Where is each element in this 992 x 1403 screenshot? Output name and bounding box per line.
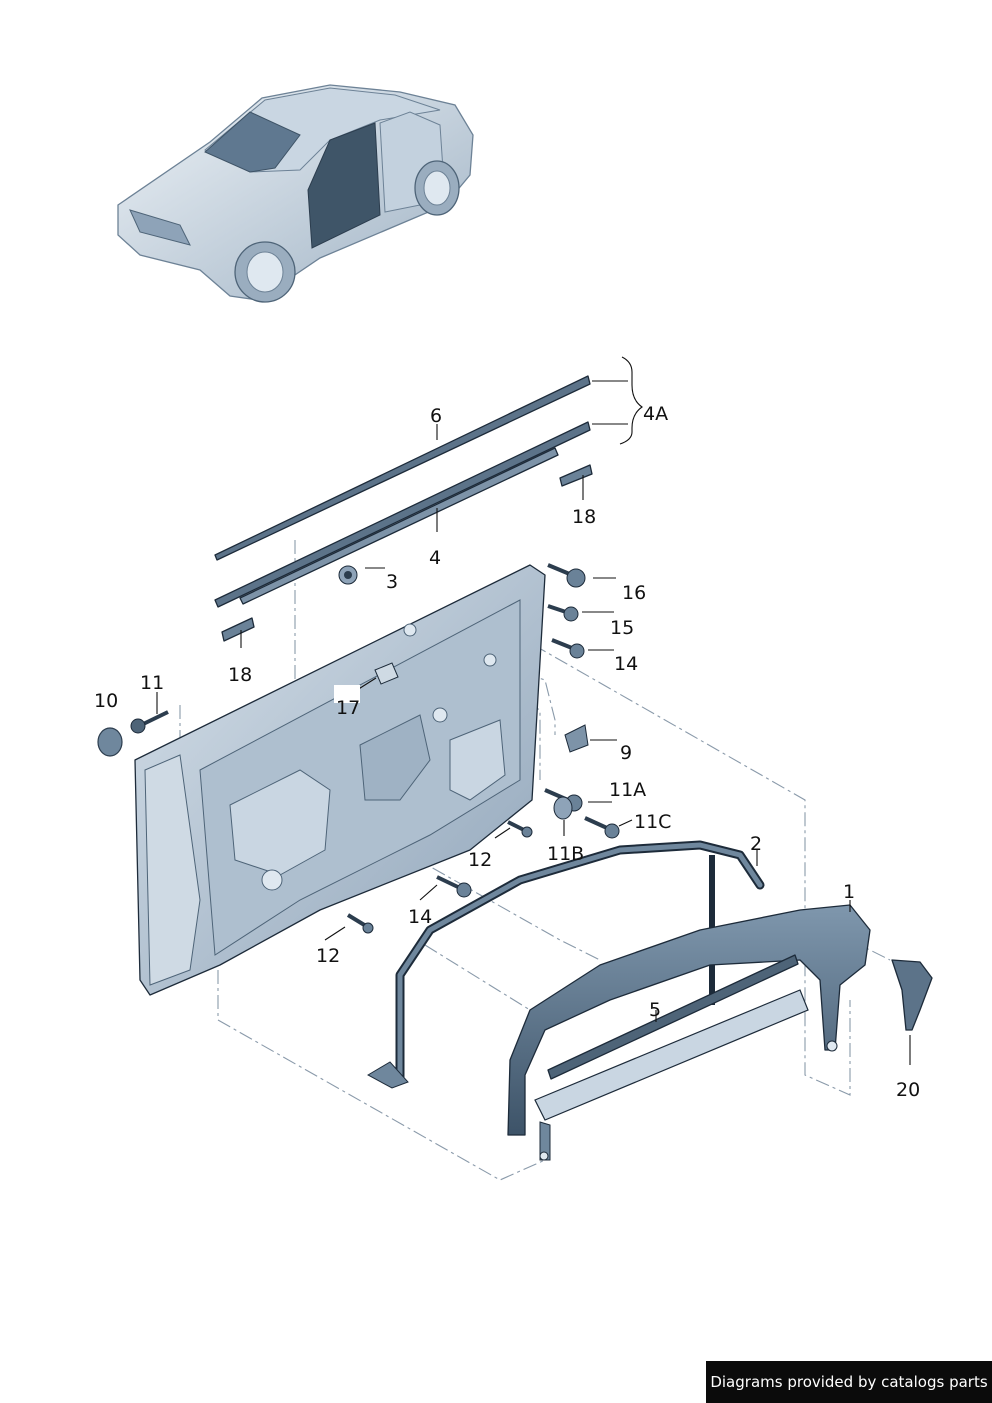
callout-12-upper: 12 bbox=[468, 849, 492, 871]
cover-20 bbox=[891, 959, 933, 1031]
window-strip-4 bbox=[214, 421, 591, 608]
bolt-14-upper bbox=[551, 638, 585, 659]
callout-14-lower: 14 bbox=[408, 906, 432, 928]
callout-11A: 11A bbox=[609, 779, 646, 801]
bracket-9 bbox=[564, 724, 589, 753]
clip-3 bbox=[338, 565, 358, 585]
callout-9: 9 bbox=[620, 742, 632, 764]
callout-11: 11 bbox=[140, 672, 164, 694]
callout-11B: 11B bbox=[547, 843, 584, 865]
callout-14-upper: 14 bbox=[614, 653, 638, 675]
bolt-14-lower bbox=[436, 875, 472, 898]
callout-1: 1 bbox=[843, 881, 855, 903]
cap-10 bbox=[97, 727, 123, 757]
callout-3: 3 bbox=[386, 571, 398, 593]
bolt-12-lower bbox=[346, 913, 374, 934]
callout-15: 15 bbox=[610, 617, 634, 639]
callout-5: 5 bbox=[649, 999, 661, 1021]
door-shell bbox=[134, 564, 546, 996]
callout-16: 16 bbox=[622, 582, 646, 604]
callout-17-background bbox=[334, 685, 360, 703]
nut-11B bbox=[553, 796, 573, 820]
credit-banner: Diagrams provided by catalogs parts bbox=[706, 1361, 992, 1403]
callout-6: 6 bbox=[430, 405, 442, 427]
callout-4A: 4A bbox=[643, 403, 668, 425]
screw-11 bbox=[130, 710, 169, 734]
guide-strip-5 bbox=[547, 954, 799, 1080]
callout-18-lower: 18 bbox=[228, 664, 252, 686]
callout-4: 4 bbox=[429, 547, 441, 569]
car-illustration bbox=[117, 84, 474, 303]
bolt-15 bbox=[547, 604, 579, 622]
callout-17: 17 bbox=[336, 697, 360, 719]
callout-20: 20 bbox=[896, 1079, 920, 1101]
callout-11C: 11C bbox=[634, 811, 671, 833]
clip-18-upper bbox=[559, 464, 593, 487]
callout-18-upper: 18 bbox=[572, 506, 596, 528]
bolt-12-upper bbox=[507, 820, 533, 838]
window-strip-6 bbox=[214, 375, 591, 561]
callout-labels: 1 2 3 4 4A 5 6 9 10 11 11A 11B 11C 12 12… bbox=[94, 403, 920, 1101]
clip-18-lower bbox=[221, 617, 255, 642]
callout-12-lower: 12 bbox=[316, 945, 340, 967]
credit-text: Diagrams provided by catalogs parts bbox=[710, 1373, 988, 1391]
window-frame-1 bbox=[507, 904, 871, 1161]
callout-10: 10 bbox=[94, 690, 118, 712]
bolt-16 bbox=[547, 563, 586, 588]
callout-2: 2 bbox=[750, 833, 762, 855]
leader-lines bbox=[156, 356, 911, 1065]
buffer-17 bbox=[374, 662, 399, 685]
bolt-11C bbox=[584, 816, 620, 839]
